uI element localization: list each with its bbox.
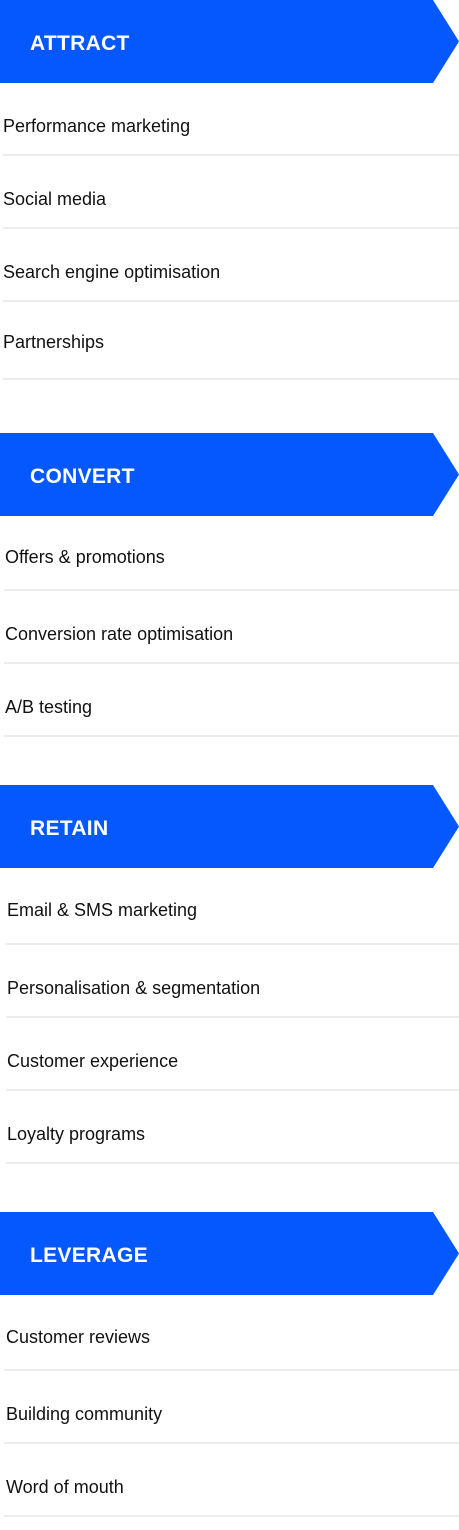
list-item-label: Offers & promotions <box>5 547 165 567</box>
section-banner: CONVERT <box>0 433 459 516</box>
section-title: CONVERT <box>30 465 135 488</box>
list-item-label: Performance marketing <box>3 116 191 136</box>
list-item-label: Personalisation & segmentation <box>7 978 261 998</box>
list-item-label: Partnerships <box>3 332 105 352</box>
list-item[interactable]: Loyalty programs <box>6 1091 459 1164</box>
section-title: RETAIN <box>30 817 109 840</box>
list-item-label: Building community <box>6 1404 163 1424</box>
section-banner: RETAIN <box>0 785 459 868</box>
list-item[interactable]: Customer experience <box>6 1018 459 1091</box>
list-item-label: Conversion rate optimisation <box>5 624 234 644</box>
list-item-label: Customer reviews <box>6 1327 151 1347</box>
list-item[interactable]: Word of mouth <box>4 1444 459 1517</box>
list-item[interactable]: Partnerships <box>3 302 459 380</box>
list-item[interactable]: Conversion rate optimisation <box>4 591 459 664</box>
section-leverage: LEVERAGE Customer reviews Building commu… <box>0 1212 459 1517</box>
list-item[interactable]: Email & SMS marketing <box>6 868 459 945</box>
section-attract: ATTRACT Performance marketing Social med… <box>0 0 459 380</box>
list-item[interactable]: Performance marketing <box>3 83 459 156</box>
section-retain: RETAIN Email & SMS marketing Personalisa… <box>0 785 459 1164</box>
section-title: ATTRACT <box>30 32 130 55</box>
list-item[interactable]: Offers & promotions <box>4 516 459 591</box>
section-banner: ATTRACT <box>0 0 459 83</box>
section-title: LEVERAGE <box>30 1244 148 1267</box>
list-item-label: Customer experience <box>7 1051 179 1071</box>
list-item-label: Word of mouth <box>6 1477 124 1497</box>
banner-arrow-shape <box>0 0 459 83</box>
banner-arrow-shape <box>0 785 459 868</box>
list-item-label: Search engine optimisation <box>3 262 221 282</box>
list-item-label: Social media <box>3 189 107 209</box>
list-item[interactable]: A/B testing <box>4 664 459 737</box>
list-item[interactable]: Customer reviews <box>4 1295 459 1371</box>
list-item[interactable]: Building community <box>4 1371 459 1444</box>
list-item-label: Loyalty programs <box>7 1124 146 1144</box>
section-banner: LEVERAGE <box>0 1212 459 1295</box>
list-item[interactable]: Search engine optimisation <box>3 229 459 302</box>
banner-arrow-shape <box>0 433 459 516</box>
list-item[interactable]: Social media <box>3 156 459 229</box>
list-item-label: A/B testing <box>5 697 93 717</box>
list-item[interactable]: Personalisation & segmentation <box>6 945 459 1018</box>
list-item-label: Email & SMS marketing <box>7 900 198 920</box>
section-convert: CONVERT Offers & promotions Conversion r… <box>0 433 459 737</box>
banner-arrow-shape <box>0 1212 459 1295</box>
